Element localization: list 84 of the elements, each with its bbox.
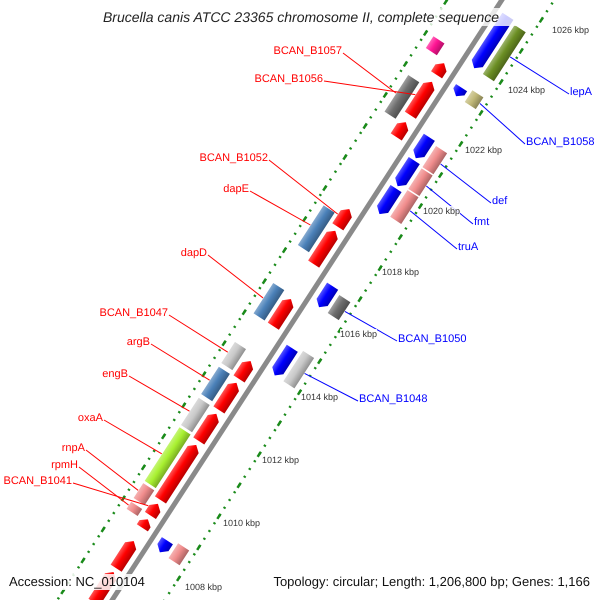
gene-feature — [404, 80, 436, 120]
leader-line — [78, 466, 130, 506]
gene-label: fmt — [474, 215, 490, 229]
gene-feature — [421, 144, 448, 176]
gene-feature — [430, 62, 448, 80]
gene-feature — [232, 360, 254, 384]
genome-info-text: Topology: circular; Length: 1,206,800 bp; Genes: 1,166 — [273, 574, 590, 590]
gene-label: BCAN_B1047 — [100, 306, 168, 320]
gene-feature — [376, 184, 403, 215]
gene-feature — [394, 156, 421, 188]
gene-label: lepA — [570, 85, 592, 99]
leader-line — [208, 254, 264, 298]
gene-feature — [316, 282, 340, 308]
scale-label: 1024 kbp — [508, 85, 546, 96]
gene-feature — [389, 188, 420, 226]
gene-feature — [125, 500, 144, 518]
scale-label: 1018 kbp — [382, 267, 420, 278]
gene-label: rnpA — [62, 441, 85, 455]
leader-line — [342, 52, 397, 94]
leader-line — [324, 80, 416, 96]
gene-feature — [482, 24, 527, 82]
gene-label: truA — [458, 240, 478, 254]
gene-label: BCAN_B1056 — [254, 72, 323, 86]
gene-feature — [154, 444, 200, 505]
gene-feature — [412, 132, 436, 160]
scale-label: 1014 kbp — [301, 392, 338, 403]
gene-label: argB — [126, 335, 150, 349]
gene-feature — [326, 294, 352, 322]
gene-label: def — [492, 194, 508, 208]
scale-label: 1020 kbp — [423, 206, 460, 217]
leader-line — [86, 450, 139, 491]
leader-line — [440, 164, 492, 204]
gene-feature — [252, 282, 286, 322]
gene-feature — [452, 82, 468, 98]
leader-line — [150, 344, 210, 381]
gene-feature — [306, 230, 339, 269]
gene-feature — [109, 540, 138, 573]
scale-label: 1026 kbp — [552, 25, 590, 36]
gene-feature — [156, 536, 174, 554]
gene-feature — [271, 344, 299, 376]
gene-feature — [390, 121, 410, 142]
gene-feature — [407, 167, 434, 198]
gene-label: BCAN_B1050 — [398, 332, 466, 346]
scale-label: 1022 kbp — [465, 145, 502, 156]
gene-feature — [282, 350, 316, 390]
gene-feature — [331, 208, 353, 232]
leader-line — [250, 190, 311, 226]
gene-feature — [212, 382, 240, 415]
gene-label: oxaA — [78, 411, 103, 425]
gene-feature — [464, 89, 485, 110]
accession-text: Accession: NC_010104 — [9, 574, 145, 590]
leader-line — [304, 372, 358, 402]
gene-feature — [180, 396, 211, 434]
gene-label: rpmH — [51, 458, 78, 472]
scale-label: 1008 kbp — [185, 582, 222, 593]
leader-line — [104, 420, 162, 454]
scale-label: 1012 kbp — [262, 455, 300, 466]
leader-line — [410, 210, 458, 250]
gene-feature — [192, 412, 220, 446]
leader-line — [510, 56, 570, 94]
leader-line — [268, 160, 338, 215]
leader-line — [128, 376, 190, 412]
gene-label: dapD — [180, 246, 207, 260]
gene-label: BCAN_B1057 — [274, 44, 342, 58]
gene-label: dapE — [223, 182, 249, 196]
gene-feature — [132, 482, 156, 506]
gene-label: BCAN_B1041 — [4, 474, 72, 488]
gene-feature — [144, 426, 192, 490]
leader-line — [344, 310, 398, 342]
gene-feature — [136, 518, 152, 533]
leader-line — [479, 102, 526, 144]
gene-label: BCAN_B1052 — [200, 151, 268, 165]
gene-label: BCAN_B1048 — [359, 392, 428, 406]
gene-feature — [424, 35, 446, 56]
scale-label: 1010 kbp — [223, 518, 260, 529]
gene-feature — [167, 542, 190, 566]
gene-label: engB — [102, 367, 128, 381]
gene-feature — [144, 502, 162, 520]
gene-feature — [266, 298, 294, 331]
leader-line — [72, 482, 149, 506]
leader-line — [168, 314, 228, 353]
scale-label: 1016 kbp — [340, 329, 378, 340]
gene-feature — [220, 340, 248, 372]
gene-label: BCAN_B1058 — [526, 135, 594, 149]
